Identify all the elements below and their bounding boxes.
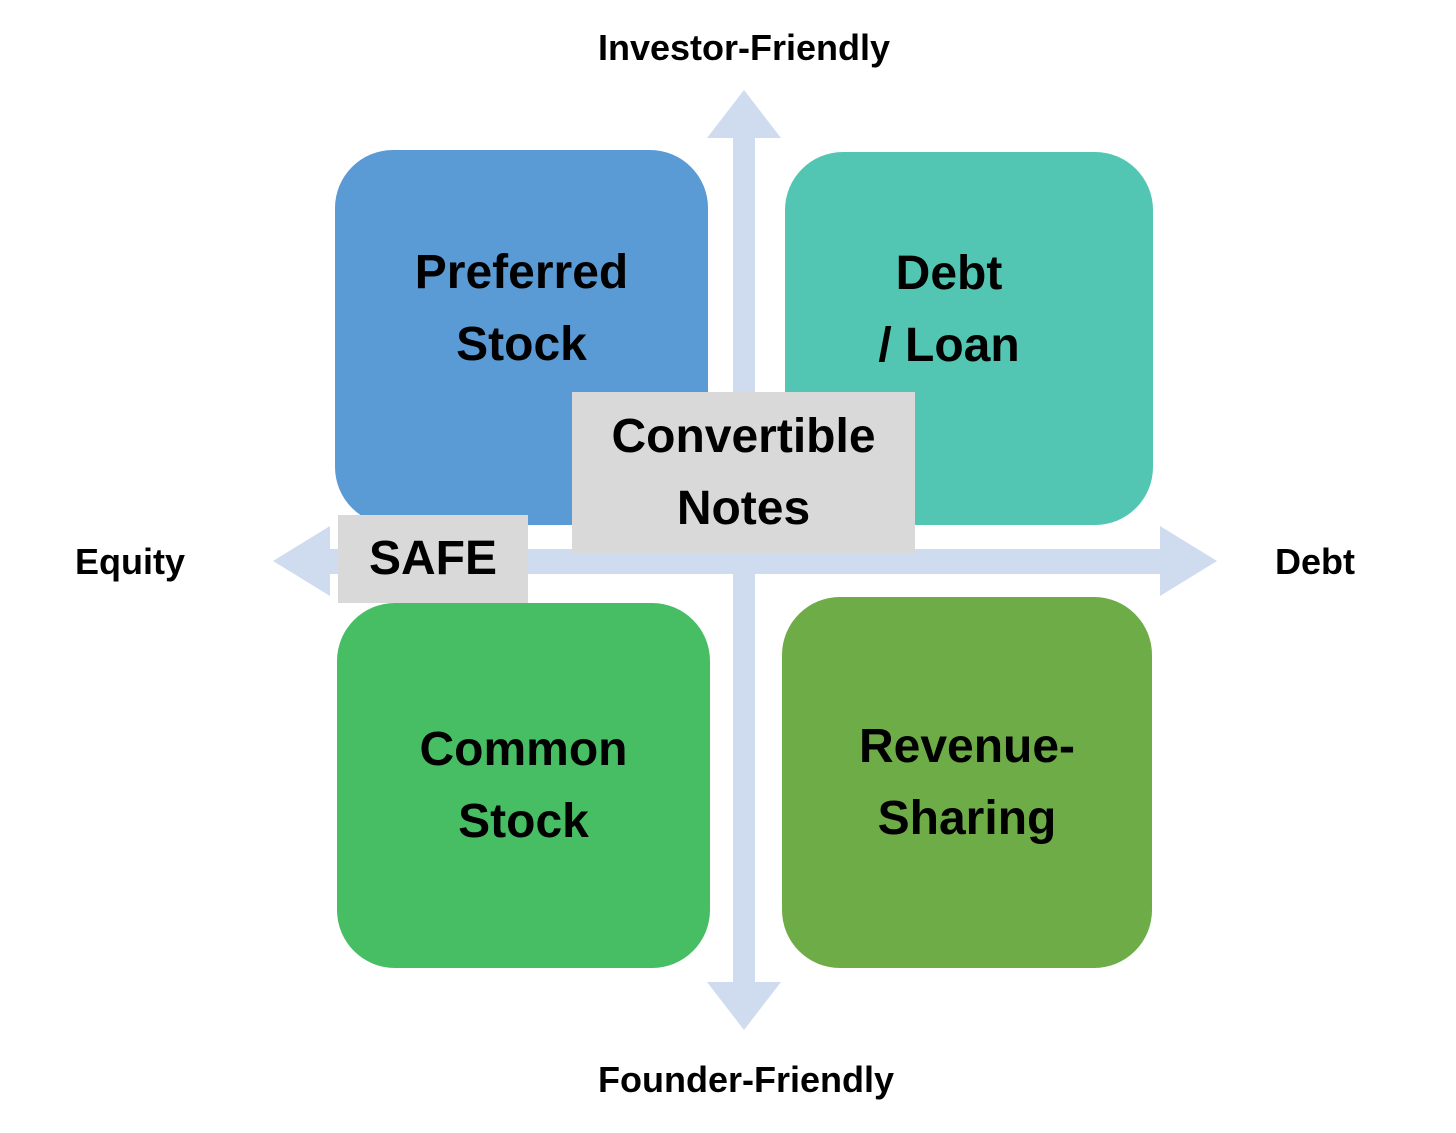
quadrant-label: Revenue- Sharing (858, 719, 1076, 845)
left-arrowhead-icon (273, 526, 330, 596)
quadrant-revenue-sharing: Revenue- Sharing (782, 597, 1152, 968)
quadrant-label: Preferred Stock (414, 245, 629, 371)
axis-label-investor-friendly: Investor-Friendly (597, 27, 891, 68)
quadrant-preferred-stock: Preferred Stock (335, 150, 708, 525)
quadrant-common-stock: Common Stock (337, 603, 710, 968)
quadrant-label: Debt / Loan (878, 246, 1020, 372)
right-arrowhead-icon (1160, 526, 1217, 596)
axis-label-founder-friendly: Founder-Friendly (598, 1059, 894, 1100)
quadrant-label: Common Stock (419, 722, 628, 848)
up-arrowhead-icon (707, 90, 781, 138)
down-arrowhead-icon (707, 982, 781, 1030)
overlay-label: SAFE (368, 532, 497, 585)
axis-label-equity: Equity (74, 541, 185, 582)
label-safe: SAFE (338, 515, 528, 603)
axis-label-debt: Debt (1275, 541, 1355, 582)
overlay-label: Convertible Notes (611, 409, 876, 535)
label-convertible-notes: Convertible Notes (572, 392, 915, 553)
